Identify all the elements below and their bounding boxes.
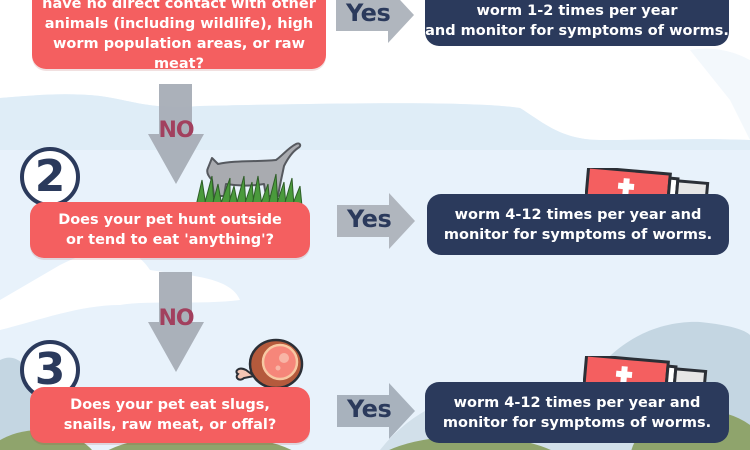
question-2-text: Does your pet hunt outside or tend to ea…	[58, 212, 282, 248]
question-2-box: Does your pet hunt outside or tend to ea…	[30, 202, 310, 258]
yes-arrow-1: Yes	[336, 0, 414, 43]
yes-arrow-3: Yes	[337, 383, 415, 439]
yes-label-3: Yes	[347, 395, 392, 423]
yes-arrow-2: Yes	[337, 193, 415, 249]
question-1-text: have no direct contact with other animal…	[42, 0, 316, 72]
answer-3-text: worm 4-12 times per year and monitor for…	[442, 394, 712, 431]
step-3-number: 3	[34, 344, 66, 395]
answer-1-box: worm 1-2 times per year and monitor for …	[425, 0, 729, 46]
question-1-box: have no direct contact with other animal…	[32, 0, 326, 72]
cat-in-grass-icon	[196, 142, 303, 206]
yes-label-2: Yes	[347, 205, 392, 233]
answer-2-box: worm 4-12 times per year and monitor for…	[427, 194, 729, 255]
question-3-text: Does your pet eat slugs, snails, raw mea…	[63, 397, 277, 433]
answer-3-box: worm 4-12 times per year and monitor for…	[425, 382, 729, 443]
step-2-number: 2	[34, 151, 66, 202]
question-3-box: Does your pet eat slugs, snails, raw mea…	[30, 387, 310, 443]
no-label-2: NO	[158, 306, 194, 331]
no-arrow-1: NO	[146, 84, 206, 184]
ham-leg-icon	[235, 338, 304, 390]
answer-2-text: worm 4-12 times per year and monitor for…	[443, 206, 713, 243]
no-label-1: NO	[158, 118, 194, 143]
yes-label-1: Yes	[346, 0, 391, 27]
step-3-number-badge: 3	[20, 340, 80, 400]
no-arrow-2: NO	[146, 272, 206, 372]
step-2-number-badge: 2	[20, 147, 80, 207]
answer-1-text: worm 1-2 times per year and monitor for …	[425, 3, 729, 39]
